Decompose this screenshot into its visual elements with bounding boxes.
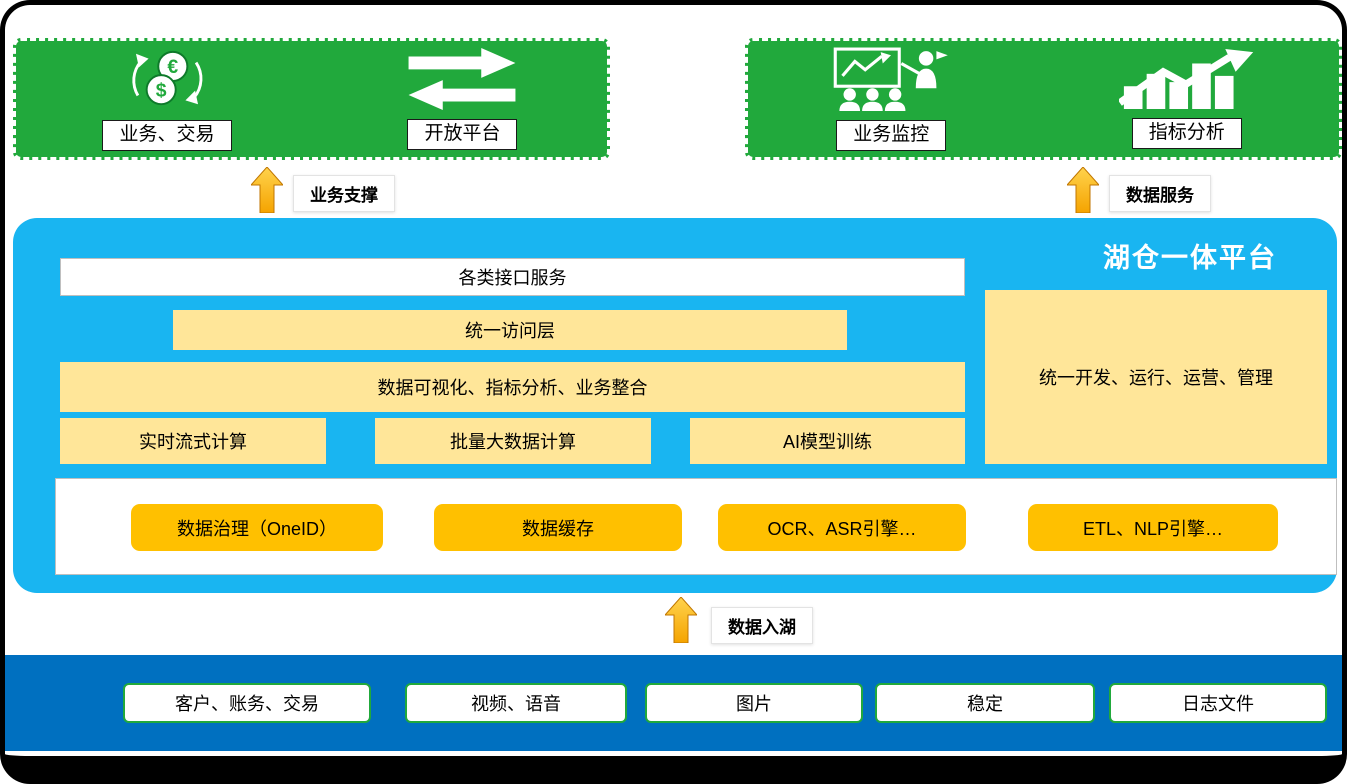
data-source-box-stable: 稳定 [875, 683, 1095, 723]
top-item-label: 开放平台 [407, 119, 518, 150]
svg-text:€: € [167, 56, 178, 78]
business-transaction-group: € $ 业务、交易 开放平台 [13, 38, 610, 160]
engine-box-governance: 数据治理（OneID） [131, 504, 383, 551]
business-support-label: 业务支撑 [293, 175, 395, 212]
engine-box-etl-nlp: ETL、NLP引擎… [1028, 504, 1278, 551]
svg-text:$: $ [156, 80, 167, 102]
visualization-bar: 数据可视化、指标分析、业务整合 [60, 362, 965, 412]
top-item-label: 指标分析 [1131, 118, 1242, 149]
data-ingest-label: 数据入湖 [711, 607, 813, 644]
growth-chart-icon [1117, 49, 1255, 114]
monitoring-analysis-group: 业务监控 指标分析 [745, 38, 1342, 160]
lakehouse-platform-panel: 湖仓一体平台 各类接口服务 统一访问层 数据可视化、指标分析、业务整合 实时流式… [13, 218, 1337, 593]
top-item-label: 业务、交易 [102, 120, 232, 151]
data-source-bar: 客户、账务、交易 视频、语音 图片 稳定 日志文件 [5, 655, 1342, 751]
data-source-box-media: 视频、语音 [405, 683, 627, 723]
business-support-arrow-icon [249, 166, 285, 214]
top-item-business-monitoring: 业务监控 [832, 47, 950, 151]
data-source-box-accounts: 客户、账务、交易 [123, 683, 371, 723]
data-source-box-logs: 日志文件 [1109, 683, 1327, 723]
bidirectional-arrows-icon [404, 48, 520, 115]
top-item-indicator-analysis: 指标分析 [1117, 49, 1255, 149]
engine-box-cache: 数据缓存 [434, 504, 682, 551]
data-service-arrow-icon [1065, 166, 1101, 214]
platform-title: 湖仓一体平台 [1103, 243, 1277, 273]
data-service-label: 数据服务 [1109, 175, 1211, 212]
management-box: 统一开发、运行、运营、管理 [985, 290, 1327, 464]
compute-box-ai: AI模型训练 [690, 418, 965, 464]
engine-layer-panel: 数据治理（OneID） 数据缓存 OCR、ASR引擎… ETL、NLP引擎… [55, 478, 1337, 575]
currency-exchange-coins-icon: € $ [127, 47, 207, 116]
compute-box-realtime: 实时流式计算 [60, 418, 326, 464]
top-item-business-transaction: € $ 业务、交易 [102, 47, 232, 151]
interface-service-bar: 各类接口服务 [60, 258, 965, 296]
unified-access-bar: 统一访问层 [173, 310, 847, 350]
top-item-open-platform: 开放平台 [404, 48, 520, 150]
data-source-box-images: 图片 [645, 683, 863, 723]
top-item-label: 业务监控 [836, 120, 947, 151]
compute-box-batch: 批量大数据计算 [375, 418, 651, 464]
data-ingest-arrow-icon [663, 596, 699, 644]
engine-box-ocr-asr: OCR、ASR引擎… [718, 504, 966, 551]
presentation-monitoring-icon [832, 47, 950, 116]
